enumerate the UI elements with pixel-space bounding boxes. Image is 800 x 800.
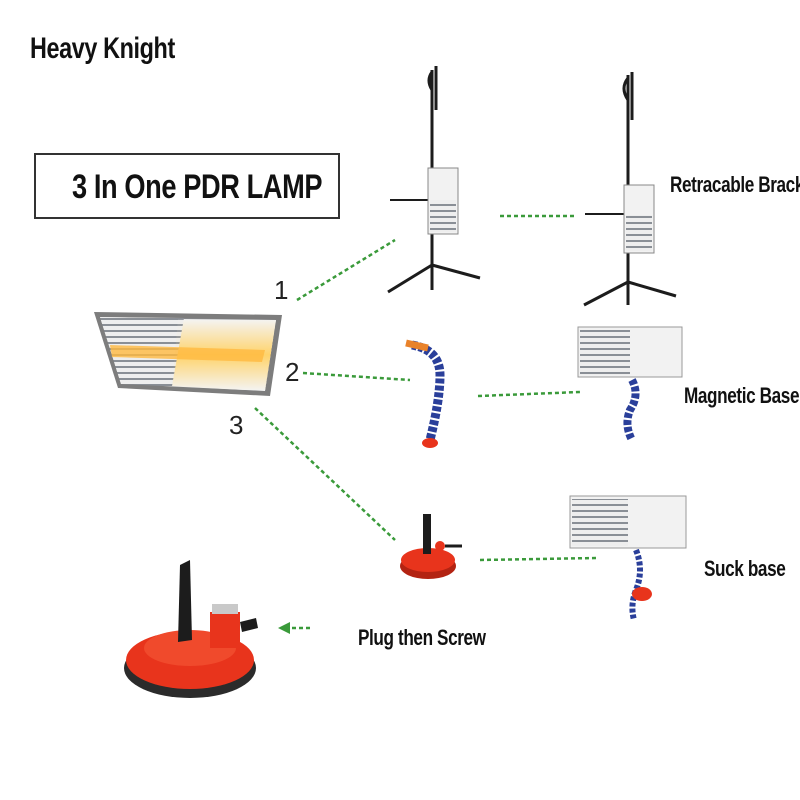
option-number-3: 3 (229, 410, 244, 440)
option-number-1: 1 (274, 275, 289, 305)
diagram-title: 3 In One PDR LAMP (72, 168, 323, 206)
magnetic-base-lamp (577, 326, 683, 442)
large-suction-cup (124, 560, 258, 698)
tripod-stand-with-lamp (387, 66, 481, 294)
connector-1-lamp-to-stand (296, 238, 396, 302)
brand-logo-text: Heavy Knight (30, 32, 175, 65)
connector-lines (254, 214, 597, 630)
plug-arrow-head (278, 622, 290, 634)
option-number-2: 2 (285, 357, 300, 387)
suction-cup-base (400, 514, 462, 579)
caption-suck-base: Suck base (704, 556, 786, 581)
retracable-bracket-lamp (583, 72, 677, 307)
magnetic-flex-hose (405, 339, 445, 448)
caption-plug-then-screw: Plug then Screw (358, 625, 486, 650)
connector-3-suction-to-suck-base (479, 556, 597, 562)
caption-retracable-bracket: Retracable Bracket (670, 172, 800, 197)
connector-3-lamp-to-suction (254, 407, 396, 541)
title-box (34, 153, 340, 219)
suck-base-lamp (569, 495, 687, 621)
connector-2-lamp-to-hose (302, 371, 411, 382)
pdr-lamp-panel (94, 312, 282, 396)
caption-magnetic-base: Magnetic Base (684, 383, 800, 408)
connector-2-hose-to-magnetic (477, 390, 581, 398)
